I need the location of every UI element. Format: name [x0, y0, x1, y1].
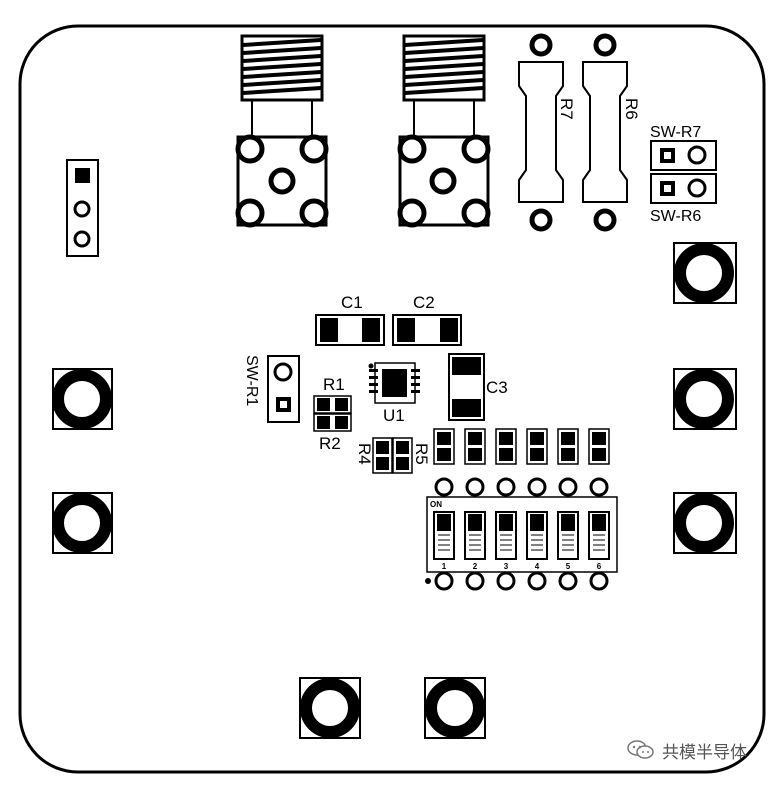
dip-toggle-1	[433, 511, 455, 560]
dip-position-6: 6	[597, 562, 602, 571]
header-3pin	[66, 159, 99, 257]
led-pad-pair-1	[433, 428, 455, 465]
board-outline	[18, 24, 766, 774]
label-c3: C3	[486, 378, 508, 397]
mount-pad-right-mid	[673, 368, 737, 430]
sma-connector-left	[235, 34, 329, 228]
dip-toggle-5	[557, 511, 579, 560]
resistor-r4	[372, 437, 393, 474]
label-sw-r1: SW-R1	[243, 355, 260, 406]
resistor-r1	[313, 395, 352, 414]
dip-position-1: 1	[442, 562, 447, 571]
jumper-sw-r6	[650, 173, 717, 204]
led-pad-pair-4	[526, 428, 548, 465]
capacitor-c3	[448, 353, 485, 421]
dip-position-3: 3	[504, 562, 509, 571]
watermark: 共模半导体	[626, 738, 747, 763]
sma-connector-right	[397, 34, 491, 228]
label-sw-r7: SW-R7	[650, 124, 701, 141]
dip-position-5: 5	[566, 562, 571, 571]
dip-switch: ON 1 2 3 4 5 6	[425, 477, 618, 591]
jumper-sw-r1	[267, 355, 300, 423]
mount-pad-left-top	[52, 368, 113, 430]
led-pad-pair-3	[495, 428, 517, 465]
label-u1: U1	[383, 406, 405, 425]
capacitor-c2	[392, 314, 462, 346]
dip-position-2: 2	[473, 562, 478, 571]
dip-toggle-4	[526, 511, 548, 560]
label-r2: R2	[319, 434, 341, 453]
led-pad-pair-2	[464, 428, 486, 465]
label-c1: C1	[341, 293, 363, 312]
capacitor-c1	[315, 314, 385, 346]
dip-toggle-6	[588, 511, 610, 560]
pin1-marker-dot	[425, 578, 431, 584]
mount-pad-right-bottom	[673, 492, 737, 554]
led-pads	[433, 428, 610, 465]
mount-pad-right-top	[673, 242, 737, 304]
label-r7: R7	[557, 98, 576, 120]
resistor-r5	[392, 437, 413, 474]
label-c2: C2	[413, 293, 435, 312]
mount-pad-left-bottom	[52, 492, 113, 554]
jumper-sw-r7	[650, 140, 717, 171]
label-r6: R6	[622, 98, 641, 120]
led-pad-pair-6	[588, 428, 610, 465]
mount-pad-bottom-left	[299, 677, 361, 739]
dip-on-label: ON	[430, 500, 442, 509]
mount-pad-bottom-right	[424, 677, 486, 739]
label-sw-r6: SW-R6	[650, 208, 701, 225]
ic-u1	[368, 362, 420, 404]
dip-position-4: 4	[535, 562, 540, 571]
wechat-icon	[626, 739, 656, 761]
label-r1: R1	[323, 375, 345, 394]
label-r4: R4	[355, 443, 374, 465]
led-pad-pair-5	[557, 428, 579, 465]
watermark-text: 共模半导体	[662, 742, 747, 763]
dip-toggle-3	[495, 511, 517, 560]
resistor-r6: R6	[582, 33, 641, 232]
resistor-r7: R7	[518, 33, 576, 232]
dip-toggle-2	[464, 511, 486, 560]
label-r5: R5	[412, 443, 431, 465]
resistor-r2	[313, 413, 352, 432]
